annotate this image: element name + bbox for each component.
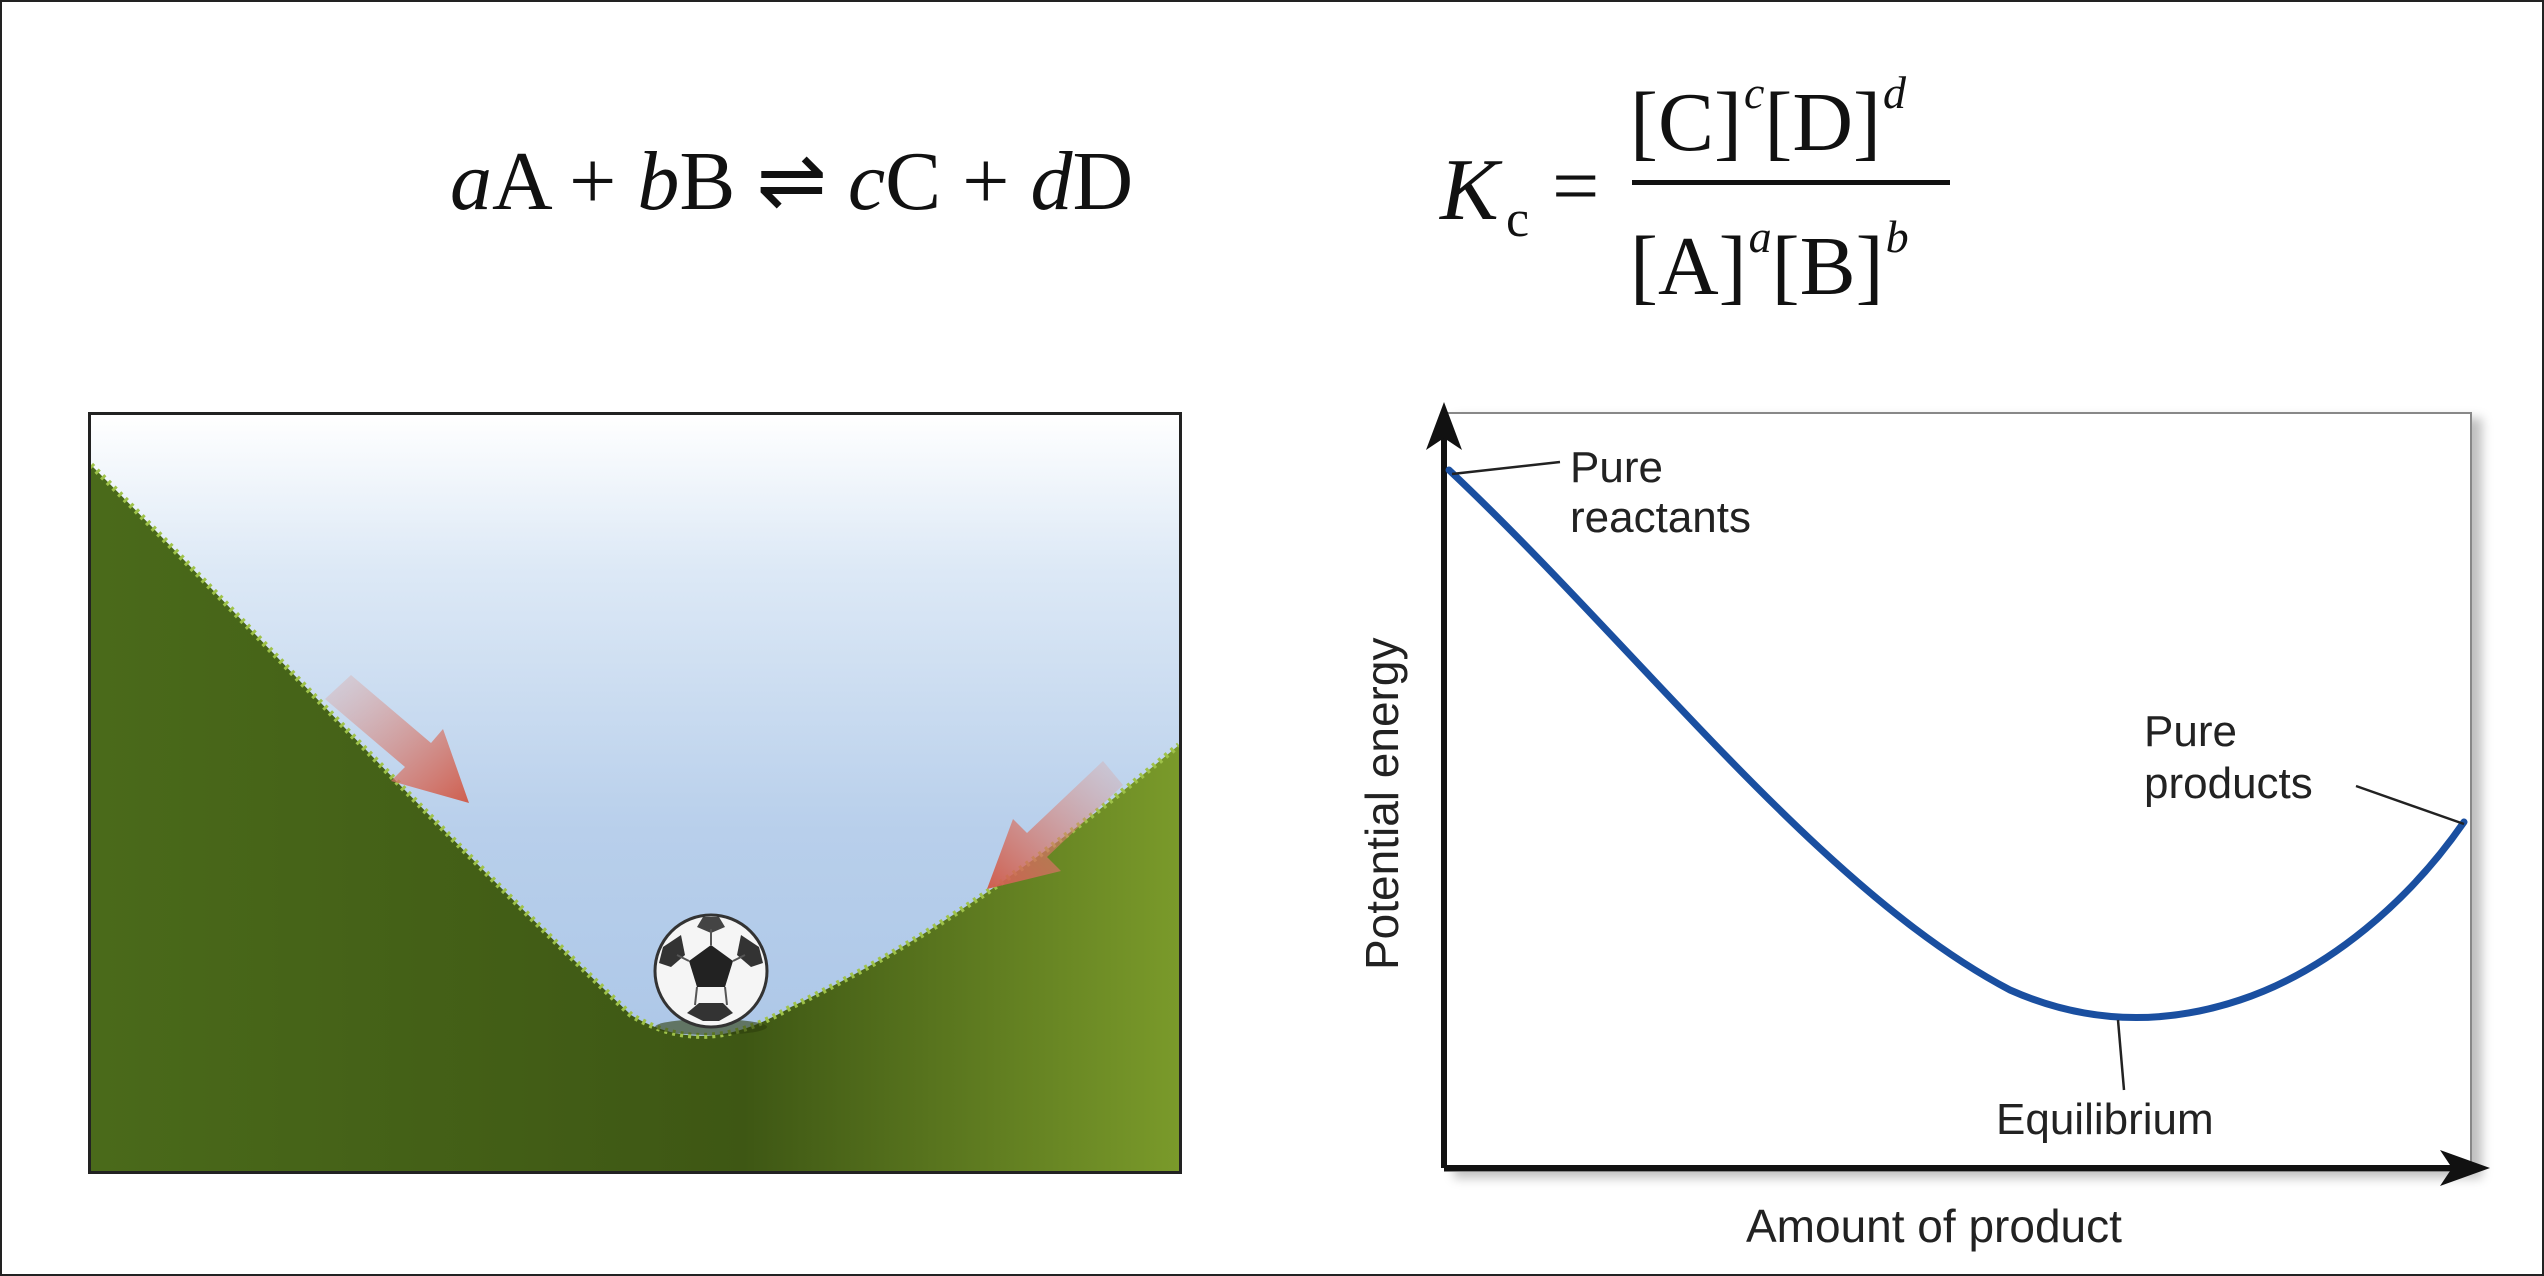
fraction-bar bbox=[1632, 180, 1950, 185]
y-axis-arrowhead bbox=[1426, 402, 1462, 450]
label-reactants-line1: Pure bbox=[1570, 443, 1663, 492]
left-arrow bbox=[325, 675, 469, 803]
reactants-leader bbox=[1451, 460, 1561, 476]
fraction-denominator: [A]a[B]b bbox=[1630, 211, 1909, 313]
y-axis-label: Potential energy bbox=[1356, 638, 1408, 970]
equilibrium-arrows: ⇌ bbox=[756, 135, 827, 228]
valley-svg bbox=[91, 462, 1179, 1171]
label-products-line1: Pure bbox=[2144, 707, 2237, 756]
equilibrium-constant-expression: K c = [C]c[D]d [A]a[B]b bbox=[1440, 60, 1960, 313]
x-axis-arrowhead bbox=[2440, 1150, 2490, 1186]
energy-graph-panel bbox=[1444, 412, 2472, 1172]
label-equilibrium: Equilibrium bbox=[1996, 1095, 2214, 1144]
fraction-numerator: [C]c[D]d bbox=[1630, 67, 1907, 169]
equilibrium-leader bbox=[2116, 1019, 2126, 1091]
x-axis-label: Amount of product bbox=[1746, 1200, 2122, 1252]
label-products-line2: products bbox=[2144, 759, 2313, 808]
label-reactants-line2: reactants bbox=[1570, 493, 1751, 542]
energy-curve bbox=[1445, 466, 2468, 1021]
valley-illustration bbox=[88, 412, 1182, 1174]
reaction-equation: aA + bB ⇌ cC + dD bbox=[450, 135, 1134, 228]
right-arrow bbox=[987, 761, 1123, 889]
soccer-ball-icon bbox=[653, 913, 769, 1029]
hill-terrain bbox=[91, 465, 1179, 1171]
products-leader bbox=[2355, 784, 2465, 826]
